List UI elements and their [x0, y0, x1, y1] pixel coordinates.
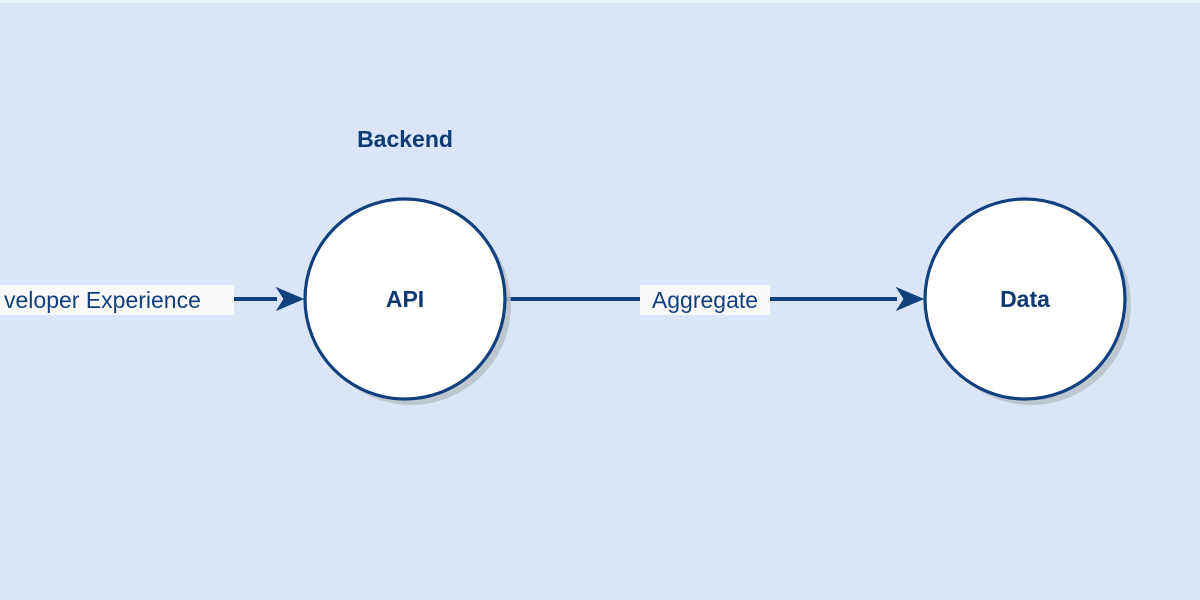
edge-aggregate-arrowhead	[896, 287, 924, 311]
edge-developer-experience-label: veloper Experience	[4, 287, 201, 313]
node-data-circle	[923, 197, 1127, 401]
node-data[interactable]: Data	[923, 197, 1131, 405]
edge-aggregate[interactable]: Aggregate	[506, 285, 924, 315]
node-api[interactable]: API	[303, 197, 511, 405]
edge-developer-experience[interactable]: veloper Experience	[0, 285, 304, 315]
node-api-circle	[303, 197, 507, 401]
node-data-label: Data	[1000, 286, 1050, 312]
edge-aggregate-label-bg	[640, 285, 770, 315]
edge-aggregate-label: Aggregate	[652, 287, 758, 313]
top-edge-strip	[0, 0, 1200, 3]
edge-developer-experience-label-bg	[0, 285, 234, 315]
edge-developer-experience-arrowhead	[276, 287, 304, 311]
node-api-label: API	[386, 286, 424, 312]
cluster-title-backend: Backend	[357, 126, 453, 152]
